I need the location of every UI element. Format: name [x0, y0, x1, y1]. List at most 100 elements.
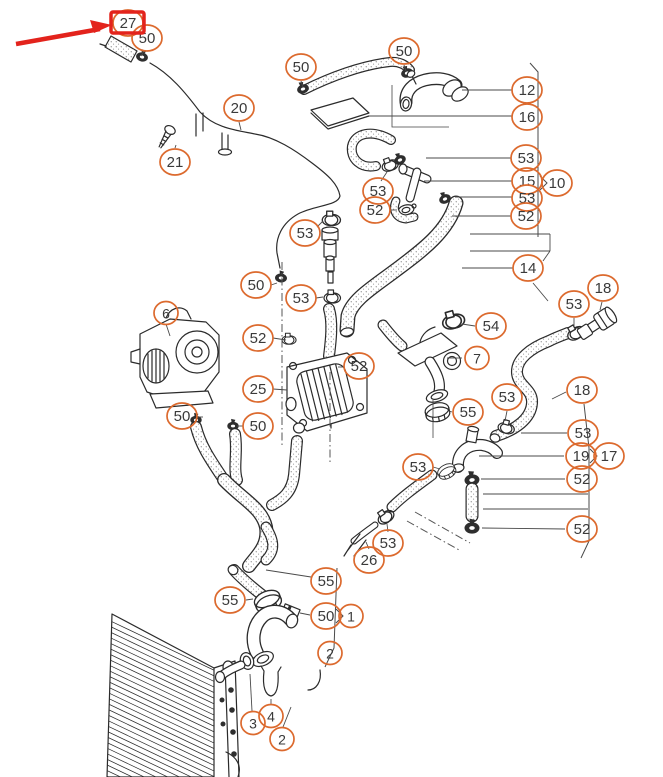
- spring-clamp-52: [464, 518, 480, 534]
- callout-16[interactable]: 16: [511, 103, 543, 131]
- leader-line: [140, 50, 145, 57]
- callout-number: 7: [473, 351, 481, 367]
- leader-line: [300, 80, 304, 88]
- callout-18[interactable]: 18: [587, 274, 619, 302]
- callout-ring: [511, 103, 543, 131]
- callout-number: 3: [249, 716, 257, 732]
- callout-number: 6: [162, 306, 170, 322]
- leader-line: [174, 144, 177, 149]
- callout-number: 53: [575, 425, 592, 442]
- callout-52[interactable]: 52: [566, 515, 598, 543]
- leader-line: [265, 569, 312, 578]
- callout-52[interactable]: 52: [510, 202, 542, 230]
- callout-ring: [388, 37, 420, 65]
- callout-ring: [131, 24, 163, 52]
- callout-53[interactable]: 53: [285, 284, 317, 312]
- callout-ring: [317, 640, 343, 666]
- callout-19[interactable]: 19: [565, 442, 597, 470]
- callout-50[interactable]: 50: [285, 53, 317, 81]
- callout-4[interactable]: 4: [258, 703, 284, 729]
- leader-line: [282, 706, 292, 728]
- fuel-line-fitting-27: [99, 35, 150, 63]
- callout-ring: [362, 177, 394, 205]
- leader-line: [315, 296, 324, 299]
- callout-number: 21: [167, 154, 184, 171]
- callout-ring: [511, 184, 543, 212]
- callout-50[interactable]: 50: [388, 37, 420, 65]
- leader-line: [272, 388, 288, 391]
- callout-53[interactable]: 53: [567, 419, 599, 447]
- callout-number: 10: [549, 175, 566, 192]
- callout-53[interactable]: 53: [362, 177, 394, 205]
- barb-fitting-50: [274, 270, 288, 284]
- callout-number: 20: [231, 100, 248, 117]
- callout-50[interactable]: 50: [310, 602, 342, 630]
- callout-ring: [402, 453, 434, 481]
- callout-number: 4: [267, 709, 275, 725]
- callout-50[interactable]: 50: [240, 271, 272, 299]
- callout-21[interactable]: 21: [159, 148, 191, 176]
- callout-ring: [566, 515, 598, 543]
- leader-line: [504, 410, 508, 422]
- callout-number: 15: [519, 173, 536, 190]
- callout-50[interactable]: 50: [131, 24, 163, 52]
- callout-2[interactable]: 2: [269, 726, 295, 752]
- radiator-fins: [107, 615, 214, 777]
- callout-12[interactable]: 12: [511, 76, 543, 104]
- callout-number: 52: [518, 208, 535, 225]
- callout-10[interactable]: 10: [541, 169, 573, 197]
- callout-number: 18: [574, 382, 591, 399]
- callout-52[interactable]: 52: [566, 465, 598, 493]
- callout-25[interactable]: 25: [242, 375, 274, 403]
- callout-53[interactable]: 53: [372, 529, 404, 557]
- assembly-axis-lines: [281, 262, 471, 552]
- highlight-annotation: [15, 10, 146, 47]
- callout-55[interactable]: 55: [452, 398, 484, 426]
- callout-number: 53: [293, 290, 310, 307]
- temperature-sensor-18: [576, 306, 618, 340]
- callout-2[interactable]: 2: [317, 640, 343, 666]
- leader-line: [461, 323, 476, 327]
- callout-number: 12: [519, 82, 536, 99]
- callout-6[interactable]: 6: [153, 300, 179, 326]
- callout-55[interactable]: 55: [214, 586, 246, 614]
- callout-number: 53: [297, 225, 314, 242]
- callout-ring: [475, 312, 507, 340]
- callout-53[interactable]: 53: [402, 453, 434, 481]
- callout-26[interactable]: 26: [353, 546, 385, 574]
- callout-52[interactable]: 52: [343, 352, 375, 380]
- callout-ring: [587, 274, 619, 302]
- bracket-notch: [335, 608, 344, 624]
- callout-ring: [565, 442, 597, 470]
- callout-14[interactable]: 14: [512, 254, 544, 282]
- callout-18[interactable]: 18: [566, 376, 598, 404]
- callout-52[interactable]: 52: [359, 196, 391, 224]
- group-bracket: [580, 403, 590, 559]
- callout-53[interactable]: 53: [510, 144, 542, 172]
- callout-52[interactable]: 52: [242, 324, 274, 352]
- bracket-lines: [324, 62, 598, 668]
- callout-number: 27: [120, 15, 137, 32]
- callout-number: 52: [351, 358, 368, 375]
- callout-7[interactable]: 7: [464, 345, 490, 371]
- callout-number: 52: [367, 202, 384, 219]
- callout-53[interactable]: 53: [558, 290, 590, 318]
- callout-50[interactable]: 50: [166, 402, 198, 430]
- callout-20[interactable]: 20: [223, 94, 255, 122]
- callout-54[interactable]: 54: [475, 312, 507, 340]
- callout-55[interactable]: 55: [310, 567, 342, 595]
- callout-53[interactable]: 53: [491, 383, 523, 411]
- callout-1[interactable]: 1: [338, 603, 364, 629]
- callout-ring: [464, 345, 490, 371]
- callout-17[interactable]: 17: [593, 442, 625, 470]
- callout-53[interactable]: 53: [289, 219, 321, 247]
- callout-3[interactable]: 3: [240, 710, 266, 736]
- callout-number: 53: [566, 296, 583, 313]
- callout-ring: [242, 324, 274, 352]
- callout-50[interactable]: 50: [242, 412, 274, 440]
- leader-line: [448, 410, 453, 413]
- callout-ring: [566, 465, 598, 493]
- callout-ring: [242, 375, 274, 403]
- callout-ring: [310, 567, 342, 595]
